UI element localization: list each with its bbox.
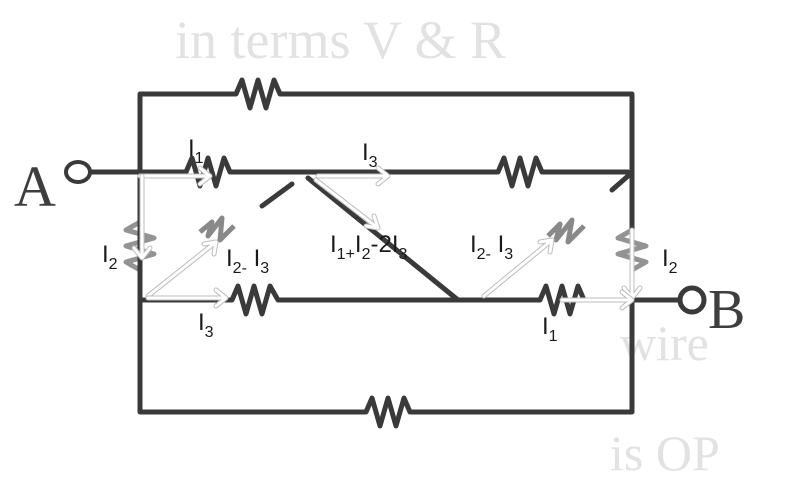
diagonal-wire — [305, 175, 461, 303]
resistor-diagonal-left — [198, 215, 236, 243]
arrow-i1-top — [138, 166, 212, 186]
current-arrows — [131, 165, 643, 311]
resistor-diagonal-right — [546, 217, 586, 245]
label-i1-top: I1 — [188, 135, 204, 167]
label-i2-minus-i3-left: I2- I3 — [226, 245, 269, 277]
resistor-top — [233, 77, 286, 111]
terminals: A B — [14, 154, 745, 341]
arrow-i2-minus-i3-left — [146, 240, 218, 298]
label-i1-plus-i2-minus-2i3: I1+I2-2I3 — [330, 231, 408, 263]
arrow-i2-minus-i3-right — [482, 238, 554, 298]
terminal-a-node — [64, 160, 92, 184]
arrow-i2-left — [132, 174, 152, 260]
terminal-b-label: B — [708, 279, 745, 341]
label-i2-left: I2 — [102, 241, 118, 273]
resistor-middle-bottom-left — [229, 283, 286, 317]
current-labels: I1 I3 I2 I2- I3 I1+I2-2I3 I2- I3 I2 I3 I… — [102, 135, 678, 345]
outer-bottom-wire — [137, 297, 369, 415]
outer-bottom-wire-right — [411, 297, 635, 415]
background-text-line3: is OP — [610, 425, 720, 481]
background-text-line1: in terms V & R — [175, 10, 506, 70]
resistor-middle-top-right — [495, 155, 548, 189]
outer-top-wire — [137, 91, 239, 175]
resistor-middle-top-left — [183, 155, 236, 189]
label-i3-top: I3 — [362, 139, 378, 171]
switch-stub-right — [609, 173, 631, 193]
arrow-i3-bottom — [146, 288, 228, 308]
arrow-i1-plus-i2-minus-2i3 — [314, 178, 380, 230]
label-i1-bottom: I1 — [542, 313, 558, 345]
background-text-line2: wire — [620, 315, 709, 371]
label-i2-minus-i3-right: I2- I3 — [470, 231, 513, 263]
resistor-bottom — [363, 395, 414, 429]
arrow-i3-top — [316, 166, 390, 186]
terminal-a-label: A — [14, 154, 56, 219]
label-i3-bottom: I3 — [198, 309, 214, 341]
arrow-i1-bottom — [560, 290, 634, 310]
switch-stub-left — [259, 181, 295, 209]
terminal-b-node — [677, 285, 707, 315]
resistor-left-vertical — [123, 219, 157, 273]
label-i2-right: I2 — [662, 245, 678, 277]
